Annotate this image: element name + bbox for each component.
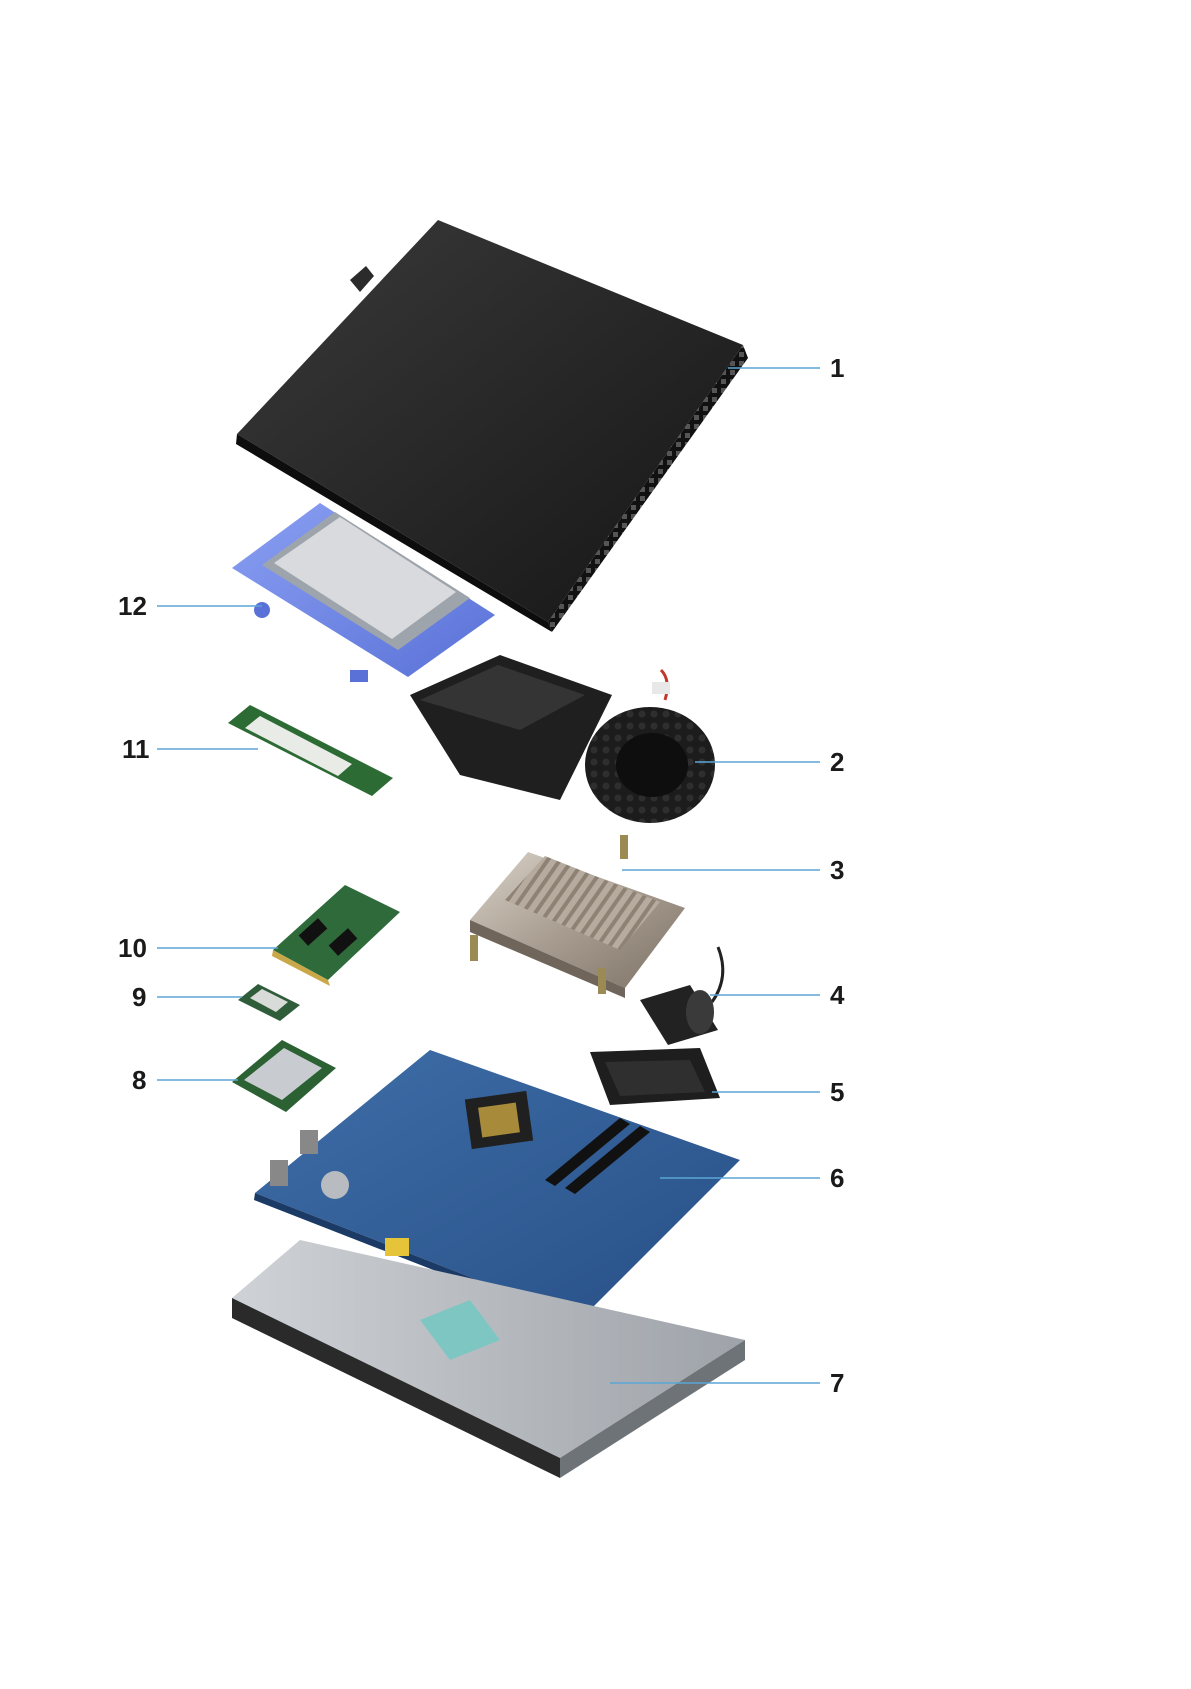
callout-7: 7 [830, 1370, 844, 1396]
callout-8: 8 [132, 1067, 146, 1093]
callout-1: 1 [830, 355, 844, 381]
callout-9: 9 [132, 984, 146, 1010]
callout-12: 12 [118, 593, 147, 619]
processor-part [232, 1040, 336, 1112]
m2-ssd-part [228, 705, 393, 796]
callout-11: 11 [122, 736, 150, 762]
speaker-part [640, 947, 723, 1045]
wlan-card-part [238, 984, 300, 1021]
speaker-bracket-part [590, 1048, 720, 1105]
heat-sink-part [470, 835, 685, 998]
callout-2: 2 [830, 749, 844, 775]
callout-4: 4 [830, 982, 844, 1008]
callout-10: 10 [118, 935, 147, 961]
callout-6: 6 [830, 1165, 844, 1191]
fan-shroud-part [410, 655, 715, 823]
callout-5: 5 [830, 1079, 844, 1105]
memory-module-part [272, 885, 400, 986]
callout-3: 3 [830, 857, 844, 883]
